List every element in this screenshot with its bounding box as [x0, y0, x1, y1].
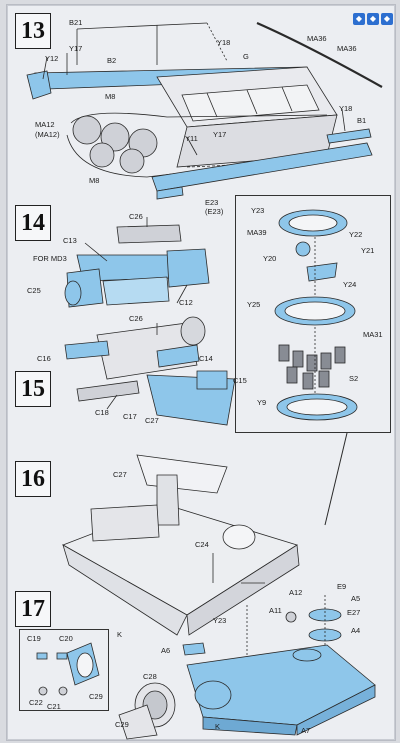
part-label: C14	[199, 354, 213, 363]
part-label: E9	[337, 582, 347, 591]
part-label: E27	[347, 608, 361, 617]
part-label: C21	[47, 702, 61, 711]
part-label: C15	[233, 376, 247, 385]
part-label: K	[215, 722, 221, 731]
part-label: K	[117, 630, 123, 639]
part-label: Y12	[45, 54, 59, 63]
part-label: A4	[351, 626, 361, 635]
part-label: Y23	[213, 616, 227, 625]
part-label: C26	[129, 314, 143, 323]
part-label: M8	[89, 176, 100, 185]
part-label: C28	[143, 672, 157, 681]
part-label: Y17	[213, 130, 227, 139]
part-label: Y23	[251, 206, 265, 215]
step-number-15: 15	[15, 371, 51, 407]
part-label: C13	[63, 236, 77, 245]
part-label: Y20	[263, 254, 277, 263]
part-label: C22	[29, 698, 43, 707]
step-number-13: 13	[15, 13, 51, 49]
part-label: Y21	[361, 246, 375, 255]
part-label: Y9	[257, 398, 267, 407]
instruction-sheet: 13 14 15 16 17 ◆ ◆ ◆ B21 MA36 MA36 Y12 Y…	[6, 4, 396, 741]
part-label: FOR MD3	[33, 254, 67, 263]
part-label: C12	[179, 298, 193, 307]
step-number-14: 14	[15, 205, 51, 241]
part-label: S2	[349, 374, 359, 383]
part-label: MA36	[337, 44, 357, 53]
part-label: C18	[95, 408, 109, 417]
part-label: MA31	[363, 330, 383, 339]
part-label: M8	[105, 92, 116, 101]
step15-drawing	[64, 316, 236, 426]
part-label: E23	[205, 198, 219, 207]
step14-drawing	[64, 217, 210, 308]
paint-icon: ◆	[353, 13, 365, 25]
part-label: C20	[59, 634, 73, 643]
step-number-16: 16	[15, 461, 51, 497]
part-label: Y18	[217, 38, 231, 47]
step17-inset-box	[19, 629, 109, 711]
step-number-17: 17	[15, 591, 51, 627]
part-label: A5	[351, 594, 361, 603]
part-label: (E23)	[205, 207, 224, 216]
part-label: C25	[27, 286, 41, 295]
part-label: C16	[37, 354, 51, 363]
part-label: Y22	[349, 230, 363, 239]
part-label: C29	[115, 720, 129, 729]
cupola-inset-box	[235, 195, 391, 433]
part-label: Y17	[69, 44, 83, 53]
part-label: A11	[269, 606, 282, 615]
assembly-drawings	[26, 21, 383, 740]
part-label: B1	[357, 116, 367, 125]
paint-icon: ◆	[381, 13, 393, 25]
part-label: C19	[27, 634, 41, 643]
part-label: A7	[301, 726, 311, 735]
part-label: A12	[289, 588, 303, 597]
part-label: B21	[69, 18, 83, 27]
part-label: Y11	[185, 134, 198, 143]
step13-drawing	[26, 21, 383, 200]
part-label: C29	[89, 692, 103, 701]
part-label: C27	[113, 470, 127, 479]
step17-drawing	[118, 595, 376, 740]
cupola-drawing	[274, 209, 358, 526]
step17-inset-drawing	[36, 642, 100, 696]
part-label: C27	[145, 416, 159, 425]
part-label: C24	[195, 540, 209, 549]
part-label: G	[243, 52, 249, 61]
part-label: B2	[107, 56, 117, 65]
part-label: Y18	[339, 104, 353, 113]
part-label: C17	[123, 412, 137, 421]
part-label: Y24	[343, 280, 357, 289]
part-label: Y25	[247, 300, 261, 309]
part-label: C26	[129, 212, 143, 221]
part-label: MA36	[307, 34, 327, 43]
part-label: MA39	[247, 228, 267, 237]
step16-drawing	[62, 454, 300, 636]
part-label: A6	[161, 646, 171, 655]
part-label: MA12	[35, 120, 55, 129]
part-label: (MA12)	[35, 130, 60, 139]
paint-icon: ◆	[367, 13, 379, 25]
